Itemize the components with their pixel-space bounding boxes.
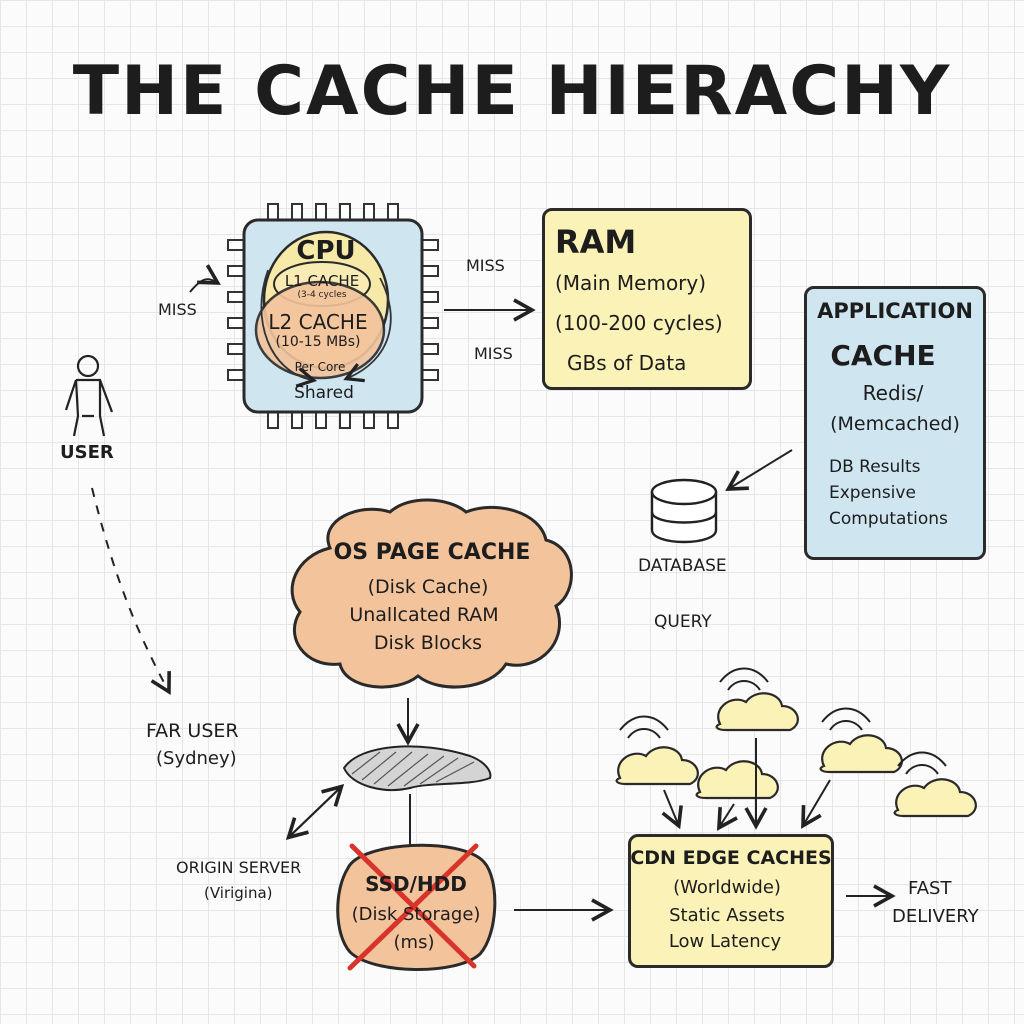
- ram-line-2: (100-200 cycles): [555, 311, 723, 335]
- l1-cache-label: L1 CACHE: [284, 272, 360, 290]
- miss-label-left: MISS: [158, 300, 197, 319]
- database-icon: [650, 478, 718, 544]
- ssd-line-3: (ms): [393, 932, 435, 953]
- per-core-label: Per Core: [294, 360, 346, 374]
- ssd-line-1: SSD/HDD: [365, 872, 467, 896]
- far-user-line-1: FAR USER: [146, 720, 239, 742]
- fast-delivery-line-1: FAST: [908, 878, 952, 899]
- app-cache-line-4: (Memcached): [830, 413, 960, 435]
- os-cache-cloud: [290, 498, 573, 689]
- cdn-line-3: Static Assets: [669, 905, 785, 926]
- application-cache-box: APPLICATION CACHE Redis/ (Memcached) DB …: [804, 286, 986, 560]
- miss-label-top: MISS: [466, 256, 505, 275]
- os-cache-line-4: Disk Blocks: [373, 632, 483, 654]
- shared-label: Shared: [294, 383, 354, 403]
- os-cache-line-2: (Disk Cache): [367, 576, 489, 598]
- cpu-chip: [227, 203, 439, 429]
- edge-clouds: [615, 692, 977, 818]
- user-icon: [64, 354, 114, 437]
- ram-line-3: GBs of Data: [567, 351, 687, 375]
- cdn-line-1: CDN EDGE CACHES: [630, 847, 832, 869]
- far-user-line-2: (Sydney): [156, 748, 237, 769]
- miss-label-bottom: MISS: [474, 344, 513, 363]
- wifi-icons: [619, 667, 947, 775]
- database-label: DATABASE: [638, 556, 727, 576]
- l2-cache-label: L2 CACHE: [268, 310, 368, 334]
- app-cache-line-1: APPLICATION: [817, 299, 973, 323]
- os-cache-line-3: Unallcated RAM: [349, 604, 499, 626]
- cdn-line-2: (Worldwide): [673, 877, 781, 898]
- os-cache-line-1: OS PAGE CACHE: [333, 540, 531, 565]
- ram-title: RAM: [555, 223, 637, 261]
- l1-cycles-label: (3-4 cycles: [297, 290, 347, 300]
- cdn-box: CDN EDGE CACHES (Worldwide) Static Asset…: [628, 834, 834, 968]
- origin-line-1: ORIGIN SERVER: [176, 858, 302, 877]
- fast-delivery-line-2: DELIVERY: [892, 906, 979, 927]
- cpu-label: CPU: [296, 236, 356, 266]
- ssd-line-2: (Disk Storage): [351, 904, 481, 925]
- cdn-line-4: Low Latency: [668, 931, 782, 952]
- user-label: USER: [60, 442, 114, 463]
- ram-box: RAM (Main Memory) (100-200 cycles) GBs o…: [542, 208, 752, 390]
- diagram-title: THE CACHE HIERACHY: [72, 52, 952, 131]
- app-cache-line-5: DB Results: [829, 457, 921, 477]
- app-cache-line-2: CACHE: [830, 339, 936, 372]
- app-cache-line-3: Redis/: [862, 381, 924, 405]
- ram-line-1: (Main Memory): [555, 271, 707, 295]
- app-cache-line-7: Computations: [829, 509, 948, 529]
- query-label: QUERY: [654, 612, 712, 632]
- l2-size-label: (10-15 MBs): [275, 334, 361, 350]
- app-cache-line-6: Expensive: [829, 483, 916, 503]
- origin-line-2: (Virigina): [204, 884, 273, 902]
- red-x-mark: [347, 843, 479, 971]
